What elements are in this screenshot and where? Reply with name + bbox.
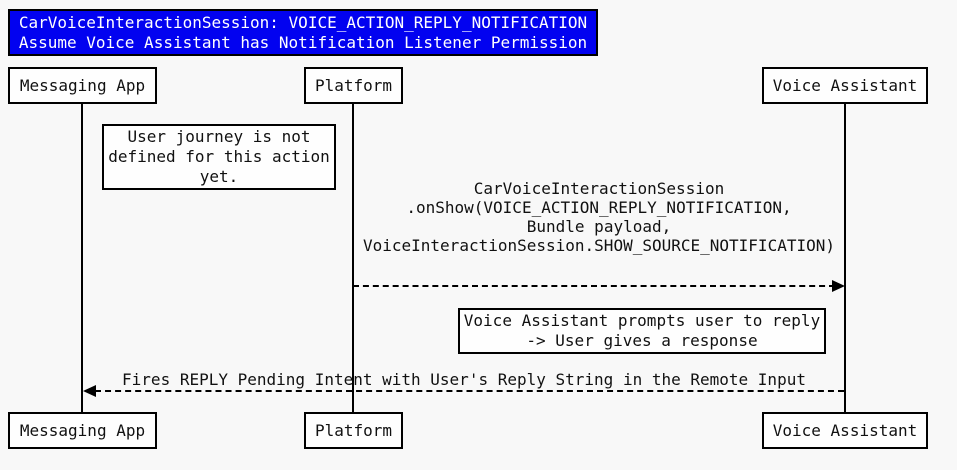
- lifeline-voice-assistant: [844, 104, 846, 412]
- actor-bottom-platform: Platform: [304, 412, 403, 449]
- actor-top-platform: Platform: [304, 67, 403, 104]
- actor-bottom-voice-assistant: Voice Assistant: [762, 412, 928, 449]
- actor-top-voice-assistant: Voice Assistant: [762, 67, 928, 104]
- lifeline-messaging-app: [81, 104, 83, 412]
- actor-top-messaging-app: Messaging App: [8, 67, 157, 104]
- message-onshow-label: CarVoiceInteractionSession .onShow(VOICE…: [362, 179, 835, 255]
- actor-bottom-messaging-app: Messaging App: [8, 412, 157, 449]
- message-onshow-arrow: [353, 285, 835, 287]
- arrowhead-left: [83, 385, 96, 397]
- message-reply-intent-arrow: [95, 390, 844, 392]
- note-user-journey: User journey is not defined for this act…: [102, 124, 336, 190]
- note-voice-assistant-prompts: Voice Assistant prompts user to reply ->…: [458, 308, 826, 354]
- message-reply-intent-label: Fires REPLY Pending Intent with User's R…: [122, 370, 806, 389]
- arrowhead-right: [832, 280, 845, 292]
- diagram-title: CarVoiceInteractionSession: VOICE_ACTION…: [8, 9, 598, 56]
- lifeline-platform: [352, 104, 354, 412]
